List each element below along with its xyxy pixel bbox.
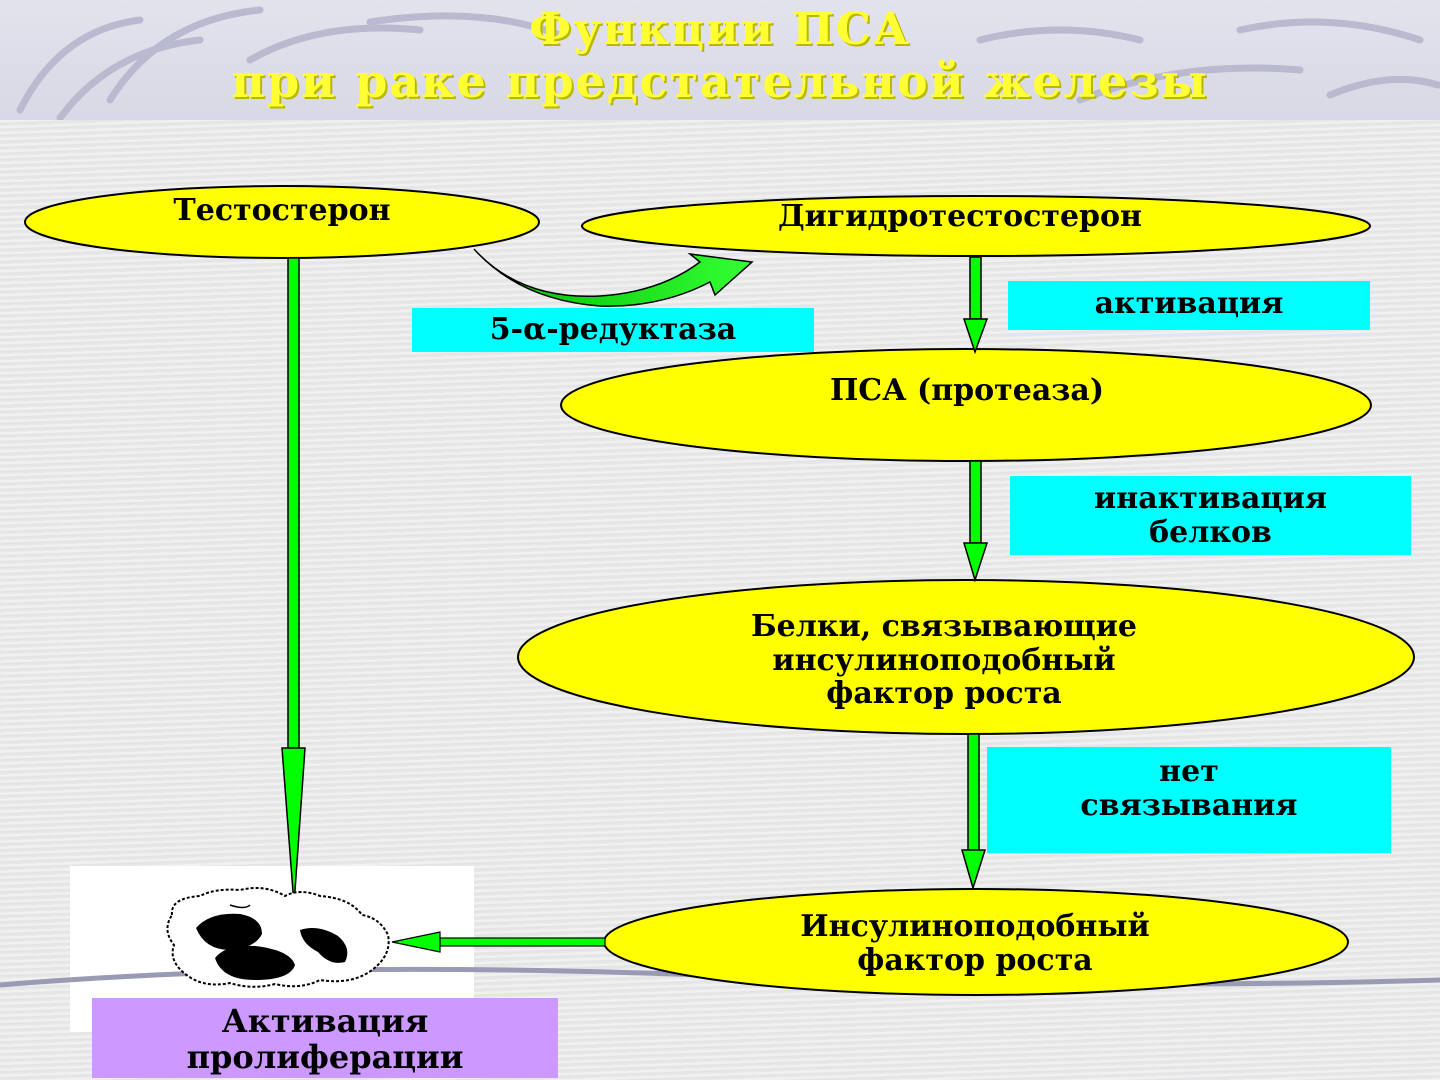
reductase-box: 5-α-редуктаза bbox=[412, 308, 814, 352]
psa-ellipse bbox=[560, 348, 1372, 462]
dht-label: Дигидротестостерон bbox=[778, 199, 1142, 234]
slide-title-line2: при раке предстательной железы bbox=[231, 54, 1209, 108]
slide-title-line1: Функции ПСА bbox=[529, 4, 911, 55]
inactivation-label-line1: инактивация bbox=[1093, 481, 1327, 516]
psa-igfbp-arrow-head bbox=[962, 542, 989, 583]
inactivation-label-line2: белков bbox=[1149, 514, 1272, 550]
header-band bbox=[0, 0, 1440, 122]
testosterone-arrow-shaft bbox=[287, 257, 300, 749]
inactivation-box: инактивация белков bbox=[1010, 476, 1411, 555]
no-binding-label-line2: связывания bbox=[1080, 787, 1298, 823]
igf-label-line2: фактор роста bbox=[857, 942, 1093, 978]
psa-igfbp-arrow-shaft bbox=[969, 460, 982, 544]
reductase-label: 5-α-редуктаза bbox=[489, 312, 737, 347]
igf-cell-arrow-head bbox=[391, 931, 441, 953]
igfbp-label-line2: инсулиноподобный bbox=[772, 642, 1116, 678]
activation-label: активация bbox=[1094, 286, 1284, 321]
igfbp-label-line1: Белки, связывающие bbox=[750, 609, 1137, 644]
testosterone-ellipse bbox=[24, 185, 540, 259]
testosterone-label: Тестостерон bbox=[173, 193, 391, 228]
igfbp-igf-arrow-shaft bbox=[967, 733, 980, 851]
igfbp-ellipse bbox=[517, 579, 1415, 735]
igf-label: Инсулиноподобный фактор роста bbox=[630, 910, 1320, 977]
igfbp-igf-arrow-head bbox=[961, 849, 987, 891]
conversion-curved-arrow bbox=[473, 248, 754, 307]
dht-ellipse bbox=[581, 195, 1371, 257]
psa-label: ПСА (протеаза) bbox=[829, 373, 1105, 408]
igfbp-label: Белки, связывающие инсулиноподобный факт… bbox=[560, 610, 1328, 711]
dht-psa-arrow-shaft bbox=[969, 256, 982, 320]
igf-cell-arrow-shaft bbox=[439, 937, 606, 947]
igf-label-line1: Инсулиноподобный bbox=[800, 909, 1150, 944]
proliferation-box: Активация пролиферации bbox=[92, 998, 558, 1078]
cell-cluster-icon bbox=[166, 887, 390, 988]
no-binding-box: нет связывания bbox=[987, 747, 1391, 853]
header-swirls bbox=[16, 6, 1440, 122]
activation-box: активация bbox=[1008, 281, 1370, 330]
igfbp-label-line3: фактор роста bbox=[826, 676, 1062, 712]
proliferation-label-line2: пролиферации bbox=[186, 1037, 464, 1076]
testosterone-arrow-head bbox=[281, 747, 306, 906]
no-binding-label-line1: нет bbox=[1159, 754, 1219, 789]
dht-psa-arrow-head bbox=[962, 318, 989, 355]
proliferation-label-line1: Активация bbox=[221, 1002, 429, 1040]
